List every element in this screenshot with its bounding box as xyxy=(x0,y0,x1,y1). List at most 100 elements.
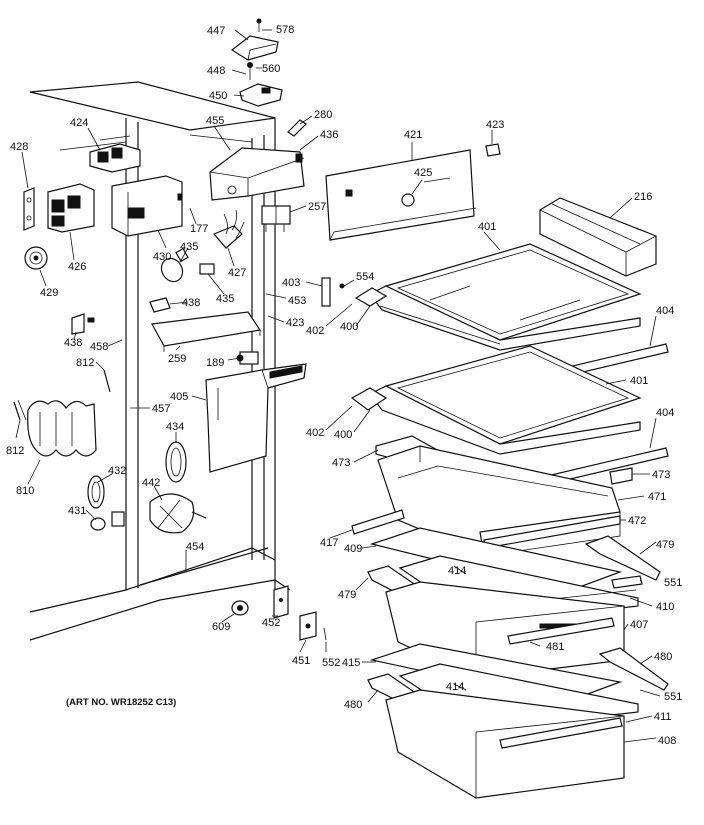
callout-435-bulb: 435 xyxy=(180,241,198,253)
air-duct-436 xyxy=(209,147,305,201)
drawer-handle-481 xyxy=(507,617,615,645)
callout-609: 609 xyxy=(212,621,230,633)
callout-404-upper: 404 xyxy=(656,305,674,317)
harness-257 xyxy=(261,205,291,232)
callout-434: 434 xyxy=(166,421,184,433)
callout-400-upper: 400 xyxy=(340,321,358,333)
callout-414-upper: 414 xyxy=(448,565,466,577)
callout-417: 417 xyxy=(320,537,338,549)
light-shield-259 xyxy=(151,311,262,352)
callout-408: 408 xyxy=(658,735,676,747)
callout-479-right: 479 xyxy=(656,539,674,551)
callout-labels: 447 578 448 560 450 280 424 455 436 421 … xyxy=(6,24,682,747)
duct-405 xyxy=(205,363,307,473)
callout-453: 453 xyxy=(288,295,306,307)
callout-551-lower: 551 xyxy=(664,691,682,703)
callout-432: 432 xyxy=(108,465,126,477)
callout-458: 458 xyxy=(90,341,108,353)
callout-455: 455 xyxy=(206,115,224,127)
control-panel-421 xyxy=(325,149,477,241)
callout-560: 560 xyxy=(262,63,280,75)
callout-438-lower: 438 xyxy=(64,337,82,349)
gasket-432 xyxy=(87,475,105,509)
knob-423 xyxy=(485,143,501,157)
callout-423-side: 423 xyxy=(286,317,304,329)
deli-bin-216 xyxy=(539,197,657,277)
callout-551-upper: 551 xyxy=(664,577,682,589)
callout-216: 216 xyxy=(634,191,652,203)
damper-450 xyxy=(239,62,283,107)
air-duct-cover-447 xyxy=(230,18,279,61)
light-housing-430 xyxy=(111,175,183,237)
callout-402-upper: 402 xyxy=(306,325,324,337)
callout-442: 442 xyxy=(142,477,160,489)
callout-451: 451 xyxy=(292,655,310,667)
callout-407: 407 xyxy=(630,619,648,631)
lower-shelf-frame-400 xyxy=(350,385,641,455)
heater-429 xyxy=(24,246,48,270)
callout-448: 448 xyxy=(207,65,225,77)
callout-480-right: 480 xyxy=(654,651,672,663)
callout-810: 810 xyxy=(16,485,34,497)
callout-473-left: 473 xyxy=(332,457,350,469)
callout-409: 409 xyxy=(344,543,362,555)
bracket-428 xyxy=(23,187,35,231)
switch-426 xyxy=(47,183,95,233)
art-number-note: (ART NO. WR18252 C13) xyxy=(66,697,176,708)
callout-427: 427 xyxy=(228,267,246,279)
drain-heater-810 xyxy=(17,399,97,457)
callout-401-lower: 401 xyxy=(630,375,648,387)
shelf-support-403 xyxy=(321,277,345,307)
upper-shelf-frame-400 xyxy=(354,285,641,351)
callout-189: 189 xyxy=(206,357,224,369)
callout-259: 259 xyxy=(168,353,186,365)
roller-609 xyxy=(231,600,249,616)
callout-450: 450 xyxy=(209,90,227,102)
slide-417 xyxy=(351,509,405,535)
wire-812 xyxy=(13,369,111,421)
callout-415: 415 xyxy=(342,657,360,669)
callout-472: 472 xyxy=(628,515,646,527)
cover-410 xyxy=(611,575,643,589)
light-bulb-435 xyxy=(160,247,189,283)
control-housing-424 xyxy=(89,143,141,173)
callout-405: 405 xyxy=(170,391,188,403)
leader-lines xyxy=(15,29,661,743)
hinge-451 xyxy=(299,611,327,641)
callout-473-right: 473 xyxy=(652,469,670,481)
callout-421: 421 xyxy=(404,129,422,141)
hinge-452 xyxy=(273,585,289,619)
callout-481: 481 xyxy=(546,641,564,653)
callout-430: 430 xyxy=(153,251,171,263)
callout-812-lower: 812 xyxy=(6,445,24,457)
fittings-431 xyxy=(90,511,125,531)
callout-280: 280 xyxy=(314,109,332,121)
callout-400-lower: 400 xyxy=(334,429,352,441)
gasket-434 xyxy=(165,441,187,483)
callout-402-lower: 402 xyxy=(306,427,324,439)
callout-454: 454 xyxy=(186,541,204,553)
callout-552: 552 xyxy=(322,657,340,669)
callout-452: 452 xyxy=(262,617,280,629)
callout-401-upper: 401 xyxy=(478,221,496,233)
callout-812-upper: 812 xyxy=(76,357,94,369)
callout-429: 429 xyxy=(40,287,58,299)
callout-471: 471 xyxy=(648,491,666,503)
callout-411: 411 xyxy=(654,711,672,723)
callout-410: 410 xyxy=(656,601,674,613)
callout-435-socket: 435 xyxy=(216,293,234,305)
callout-480-left: 480 xyxy=(344,699,362,711)
drawer-handle-411 xyxy=(499,717,623,749)
callout-554: 554 xyxy=(356,271,374,283)
fan-442 xyxy=(149,493,207,534)
callout-423-top: 423 xyxy=(486,119,504,131)
callout-447: 447 xyxy=(207,25,225,37)
sensor-189 xyxy=(236,351,259,365)
callout-424: 424 xyxy=(70,117,88,129)
callout-578: 578 xyxy=(276,24,294,36)
callout-404-lower: 404 xyxy=(656,407,674,419)
callout-426: 426 xyxy=(68,261,86,273)
callout-414-lower: 414 xyxy=(446,681,464,693)
callout-436: 436 xyxy=(320,129,338,141)
